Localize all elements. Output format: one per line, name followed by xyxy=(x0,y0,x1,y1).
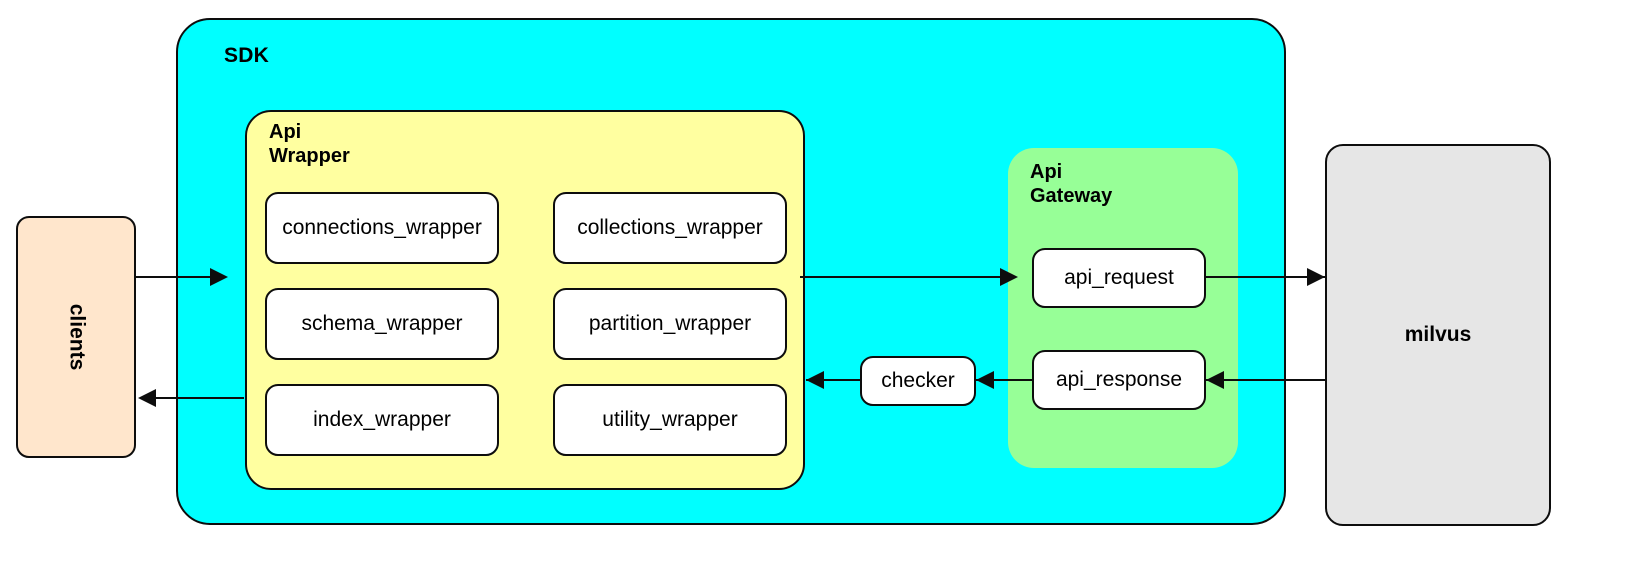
arrowhead-checker-to-api-wrapper xyxy=(806,371,824,389)
edge-clients-to-api-wrapper xyxy=(136,276,222,278)
edge-api-response-to-checker xyxy=(976,379,1034,381)
module-label: index_wrapper xyxy=(313,408,451,431)
module-api-response[interactable]: api_response xyxy=(1032,350,1206,410)
module-label: utility_wrapper xyxy=(602,408,738,431)
module-label: partition_wrapper xyxy=(588,312,752,335)
module-connections-wrapper[interactable]: connections_wrapper xyxy=(265,192,499,264)
checker-node[interactable]: checker xyxy=(860,356,976,406)
module-label: api_response xyxy=(1055,368,1183,391)
edge-checker-to-api-wrapper xyxy=(806,379,862,381)
edge-milvus-to-api-response xyxy=(1206,379,1327,381)
module-schema-wrapper[interactable]: schema_wrapper xyxy=(265,288,499,360)
module-api-request[interactable]: api_request xyxy=(1032,248,1206,308)
arrowhead-milvus-to-api-response xyxy=(1206,371,1224,389)
module-partition-wrapper[interactable]: partition_wrapper xyxy=(553,288,787,360)
api-gateway-label: Api Gateway xyxy=(1030,161,1113,208)
api-wrapper-label: Api Wrapper xyxy=(269,121,350,168)
milvus-label: milvus xyxy=(1404,323,1472,346)
module-label: api_request xyxy=(1064,266,1174,289)
arrowhead-api-wrapper-to-api-request xyxy=(1000,268,1018,286)
checker-label: checker xyxy=(881,369,955,392)
clients-node[interactable]: clients xyxy=(16,216,136,458)
sdk-label: SDK xyxy=(224,44,269,67)
edge-api-wrapper-to-clients xyxy=(154,397,244,399)
arrowhead-clients-to-api-wrapper xyxy=(210,268,228,286)
module-label: schema_wrapper xyxy=(301,312,463,335)
module-utility-wrapper[interactable]: utility_wrapper xyxy=(553,384,787,456)
arrowhead-api-wrapper-to-clients xyxy=(138,389,156,407)
edge-api-wrapper-to-api-request xyxy=(800,276,1012,278)
module-collections-wrapper[interactable]: collections_wrapper xyxy=(553,192,787,264)
arrowhead-api-request-to-milvus xyxy=(1307,268,1325,286)
arrowhead-api-response-to-checker xyxy=(976,371,994,389)
module-index-wrapper[interactable]: index_wrapper xyxy=(265,384,499,456)
module-label: collections_wrapper xyxy=(577,216,763,239)
module-label: connections_wrapper xyxy=(282,216,482,239)
edge-api-request-to-milvus xyxy=(1204,276,1325,278)
api-gateway-container[interactable]: Api Gateway xyxy=(1008,148,1238,468)
milvus-node[interactable]: milvus xyxy=(1325,144,1551,526)
clients-label: clients xyxy=(65,303,88,371)
